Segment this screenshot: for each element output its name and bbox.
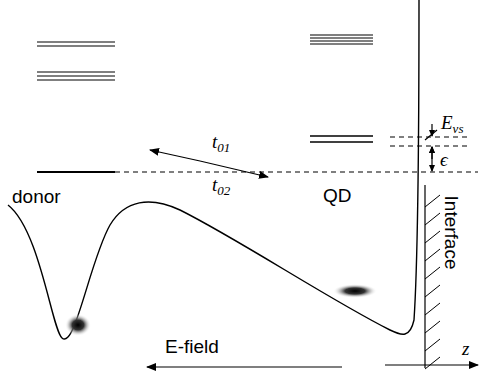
region-label: QD xyxy=(323,186,352,205)
coupling-label: t01 xyxy=(212,132,230,154)
axis-label: z xyxy=(462,339,469,358)
interface-label: Interface xyxy=(443,195,462,269)
energy-label: Evs xyxy=(441,113,463,135)
region-label: donor xyxy=(12,187,61,206)
energy-label: ϵ xyxy=(440,150,448,169)
coupling-label: t02 xyxy=(212,175,230,197)
field-label: E-field xyxy=(165,337,219,356)
